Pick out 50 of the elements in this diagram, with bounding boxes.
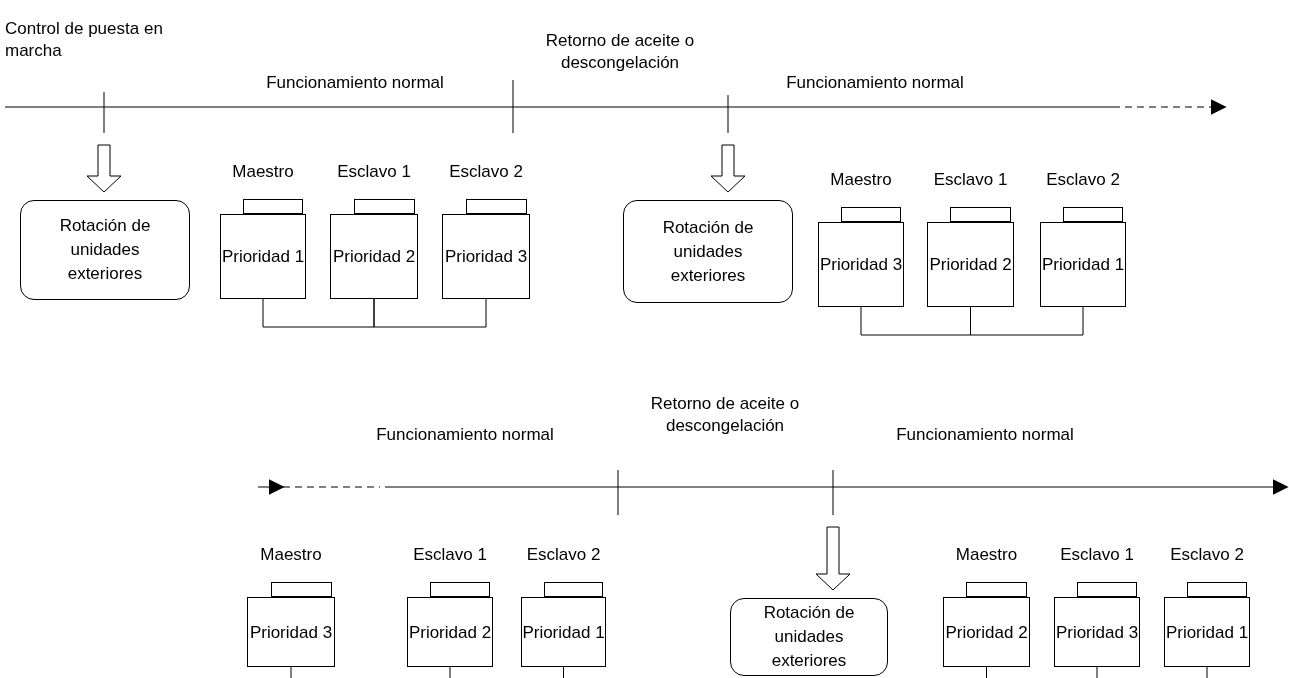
unit-name: Esclavo 1 [336,162,412,182]
box-text: Rotación de unidades exteriores [58,215,152,285]
priority-text: Prioridad 2 [945,621,1028,644]
hollow-arrow [815,526,851,591]
connector-line [970,306,1084,336]
connector-line [986,666,987,678]
unit-name: Esclavo 2 [448,162,524,182]
unit-name: Esclavo 1 [412,545,488,565]
timeline-label: Funcionamiento normal [895,424,1075,446]
priority-text: Prioridad 3 [1055,621,1139,644]
rounded-box [623,200,793,303]
hollow-arrow [710,144,746,193]
rounded-box [20,200,190,300]
connector-line [290,666,292,678]
connector-line [860,306,971,336]
priority-text: Prioridad 1 [522,621,605,644]
unit-name: Esclavo 2 [1169,545,1245,565]
priority-text: Prioridad 2 [332,246,416,268]
priority-text: Prioridad 1 [1041,254,1125,276]
priority-text: Prioridad 3 [444,246,528,268]
priority-text: Prioridad 1 [221,246,305,268]
box-text: Rotación de unidades exteriores [762,602,856,672]
priority-text: Prioridad 3 [249,621,333,644]
timeline-label: Funcionamiento normal [785,72,965,94]
unit-name: Maestro [954,545,1019,565]
connector-line [1096,666,1098,678]
timeline-label: Funcionamiento normal [265,72,445,94]
connector-line [262,298,375,328]
box-text: Rotación de unidades exteriores [661,216,755,287]
priority-text: Prioridad 1 [1165,621,1249,644]
connector-line [373,298,487,328]
unit-name: Esclavo 2 [1045,170,1121,190]
connector-line [1206,666,1208,678]
priority-text: Prioridad 3 [819,254,903,276]
unit-name: Esclavo 1 [932,170,1009,190]
unit-name: Maestro [231,162,295,182]
unit-name: Maestro [829,170,893,190]
hollow-arrow [86,144,122,193]
timeline-label: Control de puesta en marcha [5,18,164,62]
unit-name: Maestro [259,545,323,565]
priority-text: Prioridad 2 [929,254,1012,276]
timeline-label: Retorno de aceite o descongelación [649,393,801,437]
connector-line [449,666,451,678]
timeline-label: Funcionamiento normal [375,424,555,446]
priority-text: Prioridad 2 [408,621,492,644]
unit-name: Esclavo 2 [525,545,602,565]
connector-line [563,666,564,678]
timeline-label: Retorno de aceite o descongelación [544,30,696,74]
rounded-box [730,598,888,676]
unit-name: Esclavo 1 [1059,545,1135,565]
